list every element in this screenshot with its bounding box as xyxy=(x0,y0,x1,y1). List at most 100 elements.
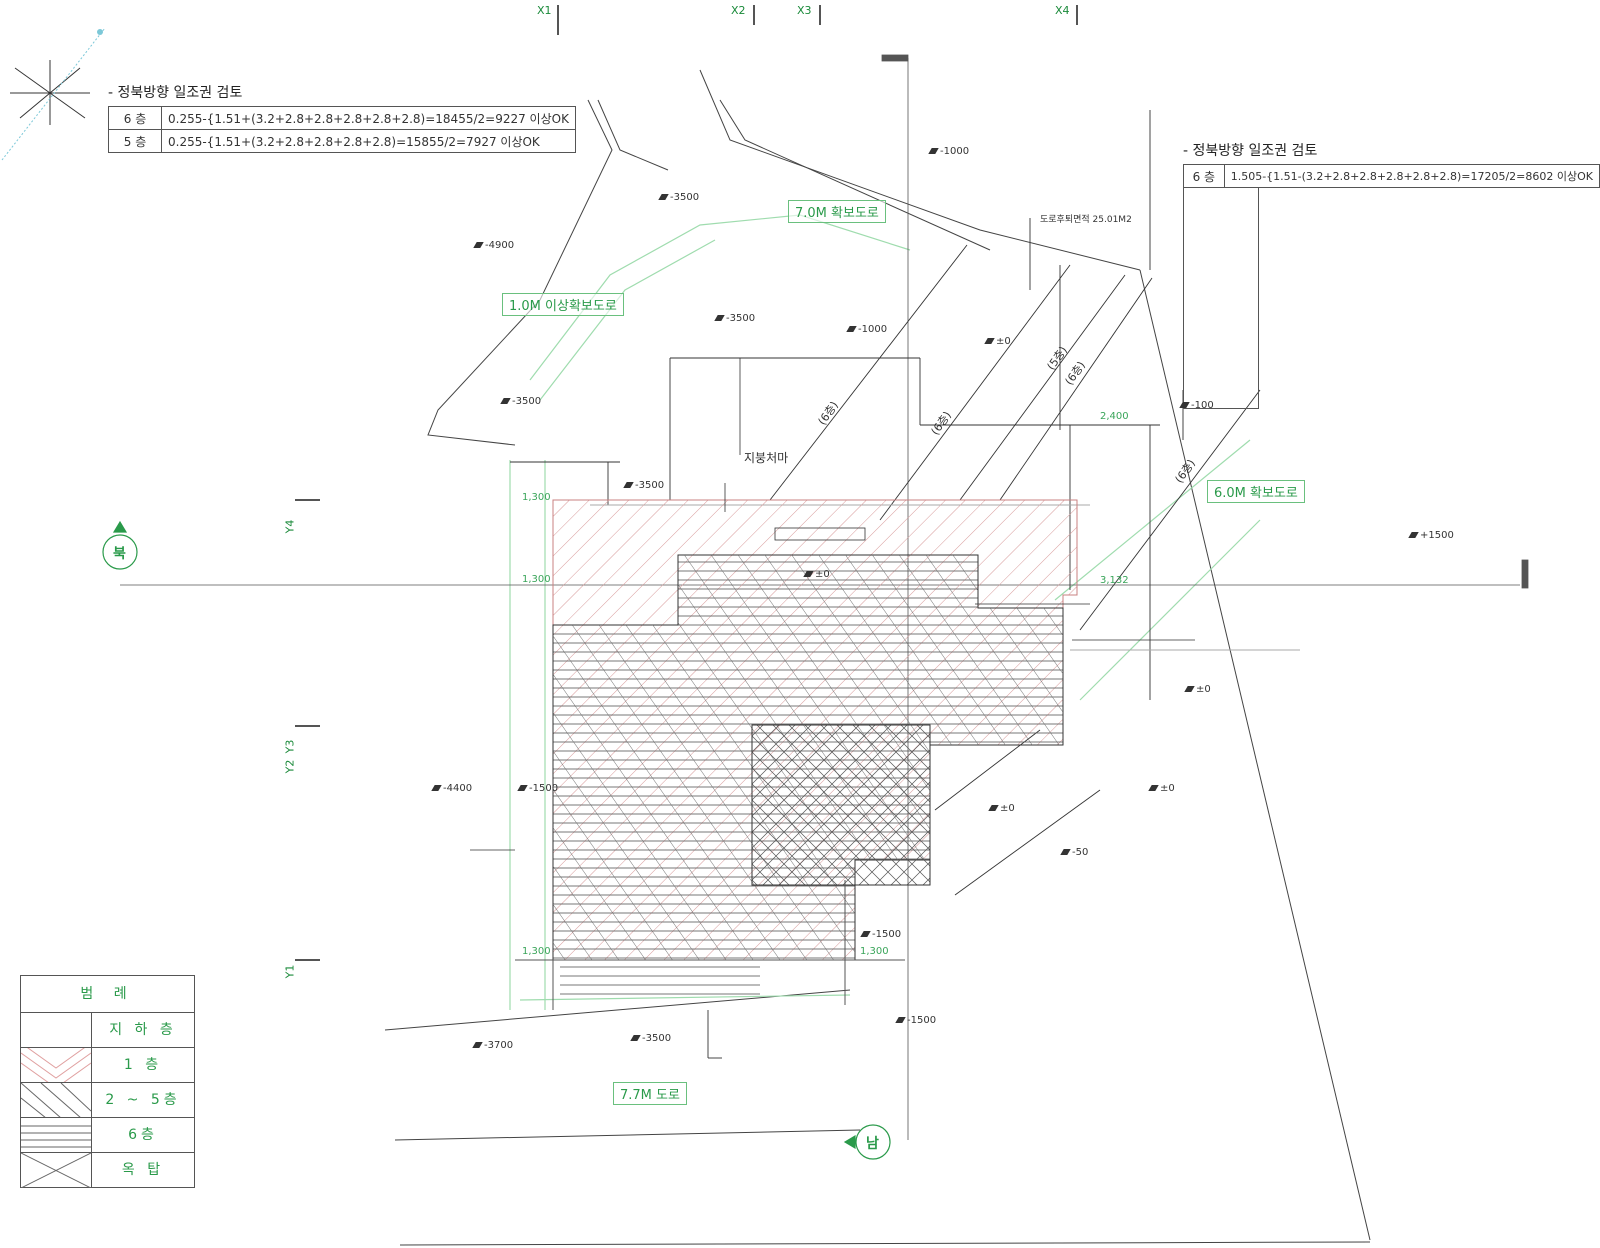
level-mark: -4900 xyxy=(473,240,515,251)
level-mark: ±0 xyxy=(1148,783,1175,794)
legend-label: 지 하 층 xyxy=(109,1022,177,1038)
level-icon xyxy=(431,785,442,791)
level-icon xyxy=(928,148,939,154)
level-icon xyxy=(623,482,634,488)
review-box-frame xyxy=(1183,188,1259,409)
grid-label-x1: X1 xyxy=(537,4,552,17)
formula-cell: 0.255-{1.51+(3.2+2.8+2.8+2.8+2.8+2.8)=18… xyxy=(161,106,576,130)
level-mark: +1500 xyxy=(1408,530,1454,541)
level-value: ±0 xyxy=(996,336,1011,347)
legend-label: 2 ~ 5층 xyxy=(105,1092,181,1108)
table-row: 5 층 0.255-{1.51+(3.2+2.8+2.8+2.8+2.8)=15… xyxy=(108,129,576,153)
legend-item: 옥 탑 xyxy=(20,1152,194,1189)
level-mark: -3500 xyxy=(500,396,542,407)
north-mark-label: 북 xyxy=(113,546,126,562)
level-value: -1500 xyxy=(529,783,559,794)
sunlight-review-right: - 정북방향 일조권 검토 6 층 1.505-{1.51-(3.2+2.8+2… xyxy=(1183,140,1600,409)
level-value: -1500 xyxy=(872,929,902,940)
level-mark: -1500 xyxy=(895,1015,937,1026)
legend: 범 례 지 하 층 1 층 2 ~ 5층 xyxy=(20,975,195,1189)
level-icon xyxy=(500,398,511,404)
grid-label-x4: X4 xyxy=(1055,4,1070,17)
level-mark: -4400 xyxy=(431,783,472,794)
formula-cell: 1.505-{1.51-(3.2+2.8+2.8+2.8+2.8+2.8)=17… xyxy=(1223,164,1600,188)
legend-swatch xyxy=(20,1082,92,1119)
level-mark: -3500 xyxy=(714,313,755,324)
dimension-label: 2,400 xyxy=(1100,411,1129,422)
review-table: 6 층 1.505-{1.51-(3.2+2.8+2.8+2.8+2.8+2.8… xyxy=(1183,164,1600,188)
level-value: +1500 xyxy=(1420,530,1454,541)
floor-cell: 6 층 xyxy=(1183,164,1225,188)
level-value: ±0 xyxy=(1160,783,1175,794)
grid-label-x2: X2 xyxy=(731,4,746,17)
legend-item: 6층 xyxy=(21,1117,194,1153)
level-icon xyxy=(658,194,669,200)
road-label-north: 7.0M 확보도로 xyxy=(788,200,886,223)
legend-hatch-icon xyxy=(20,1082,92,1119)
level-mark: -1500 xyxy=(517,783,559,794)
level-mark: -1000 xyxy=(846,324,887,335)
level-value: ±0 xyxy=(1000,803,1015,814)
level-value: ±0 xyxy=(815,569,830,580)
level-value: -1000 xyxy=(940,146,970,157)
dimension-label: 1,300 xyxy=(522,492,551,503)
grid-label-y4: Y4 xyxy=(283,519,297,534)
level-value: -50 xyxy=(1072,847,1089,858)
dimension-label: 1,300 xyxy=(522,946,551,957)
legend-swatch xyxy=(21,1013,92,1048)
level-value: -3700 xyxy=(484,1040,514,1051)
legend-item: 1 층 xyxy=(20,1042,194,1089)
north-arrow-icon xyxy=(1,27,106,161)
road-label-northwest: 1.0M 이상확보도로 xyxy=(502,293,624,316)
road-label-east: 6.0M 확보도로 xyxy=(1207,480,1305,503)
review-table: 6 층 0.255-{1.51+(3.2+2.8+2.8+2.8+2.8+2.8… xyxy=(108,106,576,153)
leader-lines xyxy=(470,358,1195,851)
building-footprint xyxy=(515,499,1078,1010)
level-value: -4900 xyxy=(485,240,515,251)
level-mark: -3500 xyxy=(623,480,665,491)
level-icon xyxy=(803,571,814,577)
level-icon xyxy=(472,1042,483,1048)
level-value: -3500 xyxy=(642,1033,672,1044)
legend-hatch-icon xyxy=(21,1125,91,1148)
level-icon xyxy=(846,326,857,332)
roof-eave-label: 지붕처마 xyxy=(744,451,789,465)
level-mark: ±0 xyxy=(984,336,1011,347)
level-icon xyxy=(1148,785,1159,791)
south-mark-label: 남 xyxy=(866,1136,879,1152)
level-value: -1500 xyxy=(907,1015,937,1026)
level-icon xyxy=(1184,686,1195,692)
level-mark: ±0 xyxy=(988,803,1015,814)
level-icon xyxy=(630,1035,641,1041)
level-icon xyxy=(988,805,999,811)
level-icon xyxy=(517,785,528,791)
floor-cell: 5 층 xyxy=(108,129,162,153)
legend-item: 지 하 층 xyxy=(21,1012,194,1048)
grid-label-y2: Y2 xyxy=(283,759,297,774)
level-mark: ±0 xyxy=(803,569,830,580)
dimension-label: 3,132 xyxy=(1100,575,1129,586)
level-icon xyxy=(1179,402,1190,408)
grid-label-y1: Y1 xyxy=(283,964,297,979)
level-mark: -1000 xyxy=(928,146,970,157)
road-setback-lines xyxy=(509,214,1261,1010)
table-row: 6 층 0.255-{1.51+(3.2+2.8+2.8+2.8+2.8+2.8… xyxy=(108,106,576,130)
legend-hatch-icon xyxy=(20,1042,92,1089)
dimension-label: 1,300 xyxy=(522,574,551,585)
level-mark: -3500 xyxy=(658,192,699,203)
level-icon xyxy=(473,242,484,248)
level-value: -3500 xyxy=(512,396,542,407)
legend-swatch xyxy=(20,1152,92,1189)
level-mark: -1500 xyxy=(860,929,902,940)
level-icon xyxy=(984,338,995,344)
legend-item: 2 ~ 5층 xyxy=(20,1082,194,1119)
legend-hatch-icon xyxy=(20,1152,92,1189)
level-mark: ±0 xyxy=(1184,684,1211,695)
level-icon xyxy=(860,931,871,937)
floor-cell: 6 층 xyxy=(108,106,162,130)
sunlight-review-left: - 정북방향 일조권 검토 6 층 0.255-{1.51+(3.2+2.8+2… xyxy=(108,82,576,153)
level-mark: -50 xyxy=(1060,847,1089,858)
level-mark: -3500 xyxy=(630,1033,672,1044)
legend-swatch xyxy=(20,1042,92,1089)
level-value: -3500 xyxy=(635,480,665,491)
